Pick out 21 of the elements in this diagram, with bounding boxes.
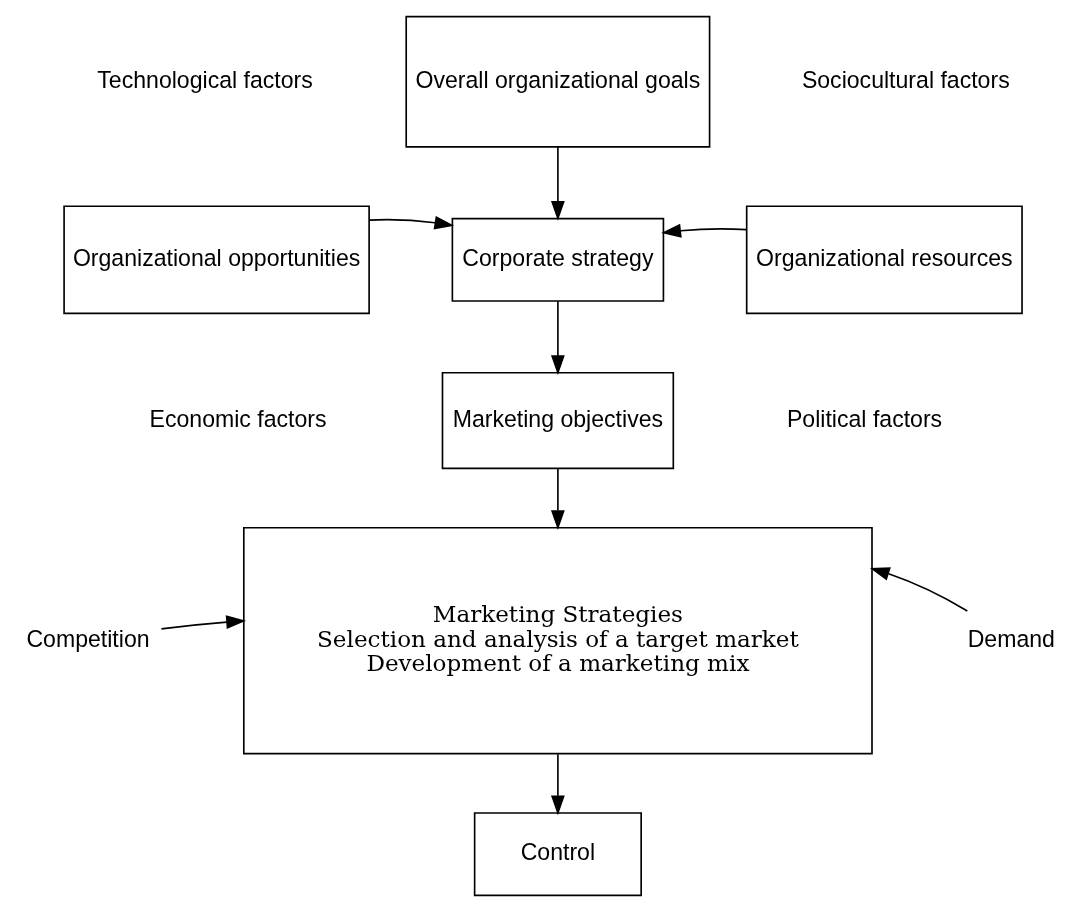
node-box: Marketing objectives xyxy=(441,371,675,470)
arrow xyxy=(550,146,565,221)
node-text: Demand xyxy=(967,625,1055,652)
arrow xyxy=(160,615,246,630)
label: Political factors xyxy=(786,405,943,432)
node-box: Control xyxy=(473,812,642,897)
node-box: Organizational resources xyxy=(745,205,1023,315)
arrow xyxy=(368,215,455,230)
label: Technological factors xyxy=(97,66,313,93)
node-box: Marketing Strategies Selection and analysis of a target market Development of a marketing mix xyxy=(242,526,873,755)
node-box: Organizational opportunities xyxy=(63,205,370,315)
arrow xyxy=(661,223,748,238)
node-box: Corporate strategy xyxy=(451,217,665,302)
arrow xyxy=(550,753,565,816)
label: Sociocultural factors xyxy=(801,66,1010,93)
node-box: Overall organizational goals xyxy=(405,15,711,148)
node-text: Competition xyxy=(26,625,150,652)
arrow xyxy=(869,567,969,612)
label: Economic factors xyxy=(149,405,327,432)
arrow xyxy=(550,300,565,375)
arrow xyxy=(550,467,565,531)
